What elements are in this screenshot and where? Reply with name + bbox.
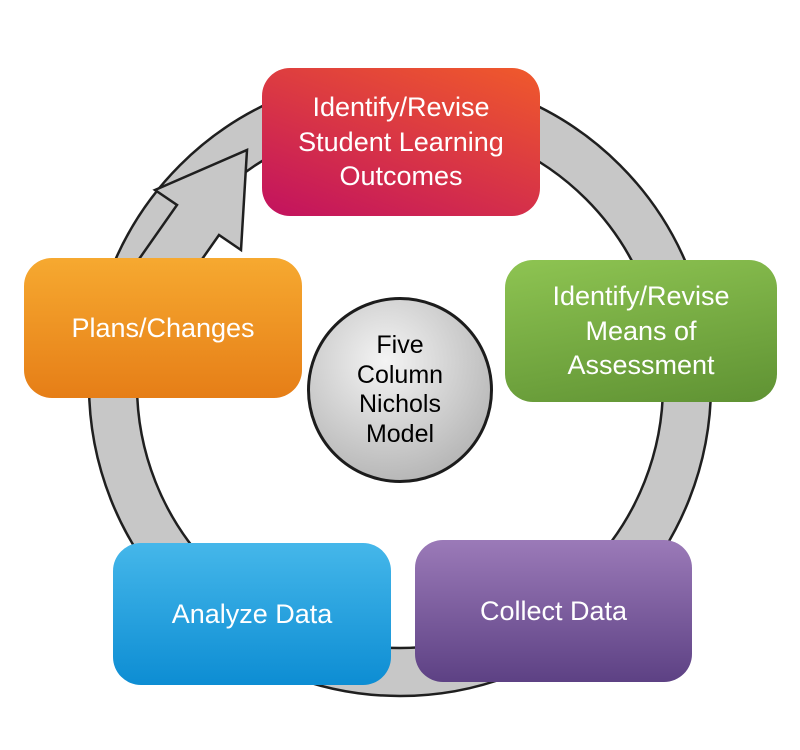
node-label: Collect Data	[479, 595, 628, 626]
node-plans-changes: Plans/Changes	[24, 258, 302, 398]
center-hub: Five Column Nichols Model	[307, 297, 493, 483]
node-analyze-data: Analyze Data	[113, 543, 391, 685]
node-label: Identify/Revise Means of Assessment	[552, 281, 730, 381]
center-hub-label: Five Column Nichols Model	[356, 331, 444, 448]
node-label: Plans/Changes	[71, 312, 255, 343]
node-label: Identify/Revise Student Learning Outcome…	[298, 92, 504, 192]
node-identify-revise-outcomes: Identify/Revise Student Learning Outcome…	[262, 68, 540, 216]
node-identify-revise-assessment: Identify/Revise Means of Assessment	[505, 260, 777, 402]
node-collect-data: Collect Data	[415, 540, 692, 682]
node-label: Analyze Data	[171, 598, 333, 629]
